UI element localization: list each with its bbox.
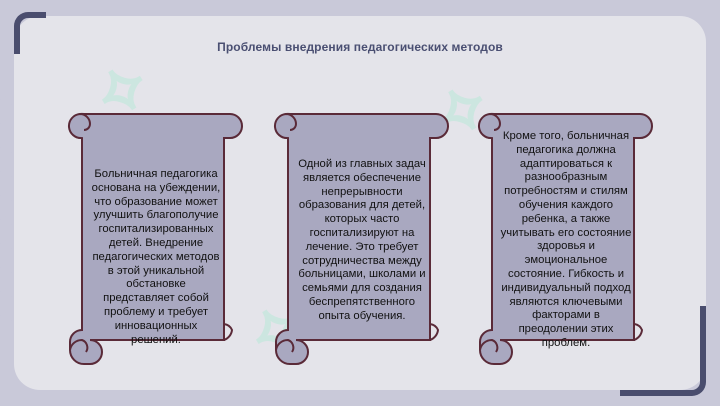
scroll-card-2: Одной из главных задач является обеспече… — [262, 104, 458, 374]
edge-scallop — [0, 96, 12, 108]
edge-scallop — [0, 288, 12, 300]
edge-scallop — [0, 144, 12, 156]
corner-bracket-bottom-right — [620, 306, 706, 396]
edge-scallop — [0, 216, 12, 228]
scroll-banner-icon — [478, 112, 653, 365]
scroll-card-1: Больничная педагогика основана на убежде… — [56, 104, 252, 374]
edge-scallop — [0, 192, 12, 204]
scroll-card-text: Больничная педагогика основана на убежде… — [91, 168, 221, 346]
edge-scallop — [0, 168, 12, 180]
scroll-banner-icon — [274, 112, 449, 365]
scroll-banner-icon — [68, 112, 243, 365]
edge-scallop — [0, 240, 12, 252]
edge-scallop — [0, 120, 12, 132]
scroll-card-text: Кроме того, больничная педагогика должна… — [500, 130, 632, 349]
edge-scallop — [0, 312, 12, 324]
scroll-card-text: Одной из главных задач является обеспече… — [298, 158, 426, 322]
corner-bracket-top-left — [14, 12, 46, 54]
scroll-card-3: Кроме того, больничная педагогика должна… — [466, 104, 662, 374]
edge-scallop — [0, 264, 12, 276]
slide-title: Проблемы внедрения педагогических методо… — [217, 40, 503, 54]
